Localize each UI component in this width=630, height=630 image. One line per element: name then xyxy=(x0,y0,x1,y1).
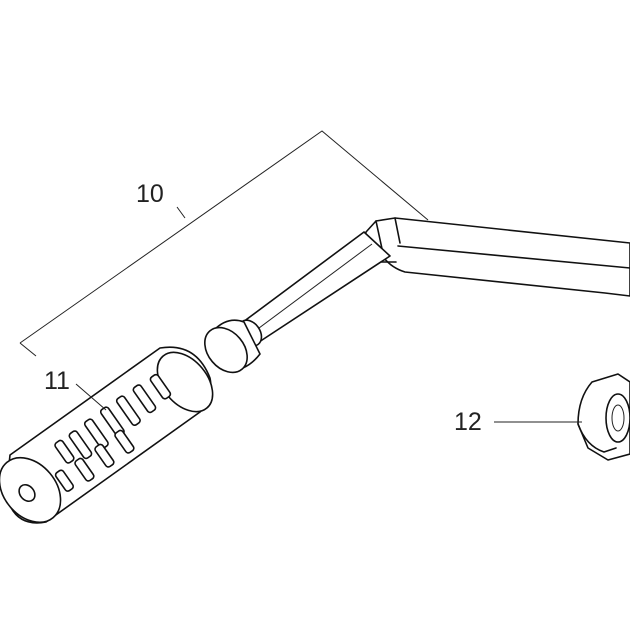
callout-10: 10 xyxy=(136,180,164,208)
kit-bracket xyxy=(19,130,429,357)
ribbed-grip-icon xyxy=(0,346,214,524)
callout-11: 11 xyxy=(44,367,70,395)
leader-line-11 xyxy=(75,383,107,411)
callout-12: 12 xyxy=(454,408,482,436)
lever-arm-icon xyxy=(204,217,630,374)
hex-flange-nut-icon xyxy=(577,373,630,461)
